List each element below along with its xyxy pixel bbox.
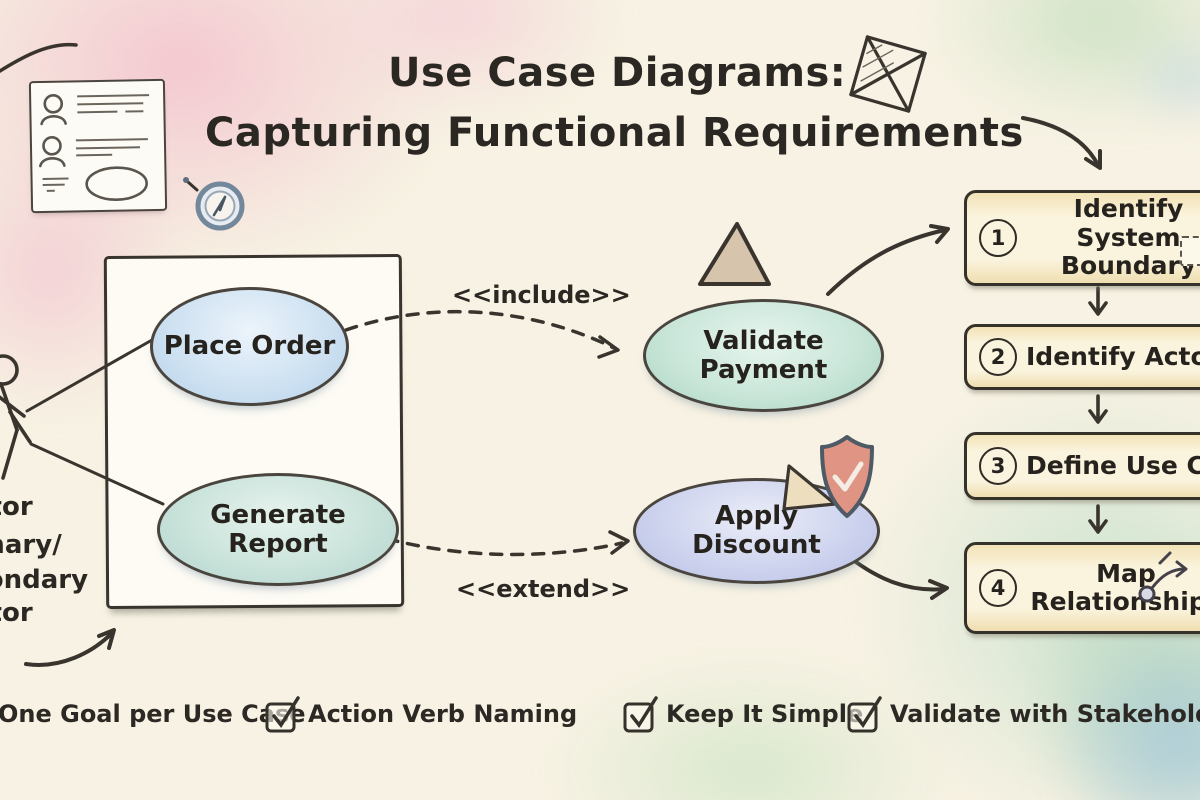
wash-blue-topright xyxy=(1120,30,1200,130)
actor-notes-card-sketch xyxy=(39,93,150,201)
title-line-2: Capturing Functional Requirements xyxy=(205,110,1024,156)
actor-label-3: Secondary xyxy=(0,565,89,595)
step-1-identify-system-boundary: 1 Identify System Boundary xyxy=(964,190,1200,286)
use-case-validate-payment: Validate Payment xyxy=(643,299,884,412)
step-4-label: Map Relationships xyxy=(1030,558,1200,616)
extend-stereotype-label: <<extend>> xyxy=(456,575,631,603)
step-2-number: 2 xyxy=(979,338,1017,376)
arrow-bottomleft-to-system xyxy=(24,628,116,667)
checkbox-checked-icon xyxy=(623,696,658,733)
checklist-label-4: Validate with Stakeholders xyxy=(890,700,1200,728)
actor-label-2: Primary/ xyxy=(0,530,62,560)
title-line-1: Use Case Diagrams: xyxy=(388,50,847,96)
step-1-label: Identify System Boundary xyxy=(1060,194,1197,281)
crossed-box-icon xyxy=(849,35,927,113)
step-1-number: 1 xyxy=(979,219,1017,257)
arrow-step3-step4 xyxy=(1088,504,1108,534)
step-3-number: 3 xyxy=(979,447,1017,485)
checkbox-checked-icon xyxy=(847,696,882,733)
use-case-apply-discount: Apply Discount xyxy=(633,478,880,584)
step-2-label: Identify Actors xyxy=(1026,341,1200,371)
checklist-item-3: Keep It Simple xyxy=(620,692,863,734)
step-4-map-relationships: 4 Map Relationships xyxy=(964,542,1200,634)
actor-label-4: Actor xyxy=(0,598,33,628)
step-3-define-use-cases: 3 Define Use Cases xyxy=(964,432,1200,500)
checklist-item-1: One Goal per Use Case xyxy=(0,692,306,734)
actor-notes-card xyxy=(28,78,168,214)
arrow-validate-to-step1 xyxy=(826,224,950,296)
compass-icon xyxy=(183,177,245,231)
arrow-step1-step2 xyxy=(1088,286,1108,316)
use-case-place-order: Place Order xyxy=(150,287,349,406)
step-4-number: 4 xyxy=(979,569,1017,607)
swoosh-topleft xyxy=(0,42,78,74)
arrow-step2-step3 xyxy=(1088,394,1108,424)
checklist-label-3: Keep It Simple xyxy=(666,700,864,728)
checkbox-checked-icon xyxy=(265,696,300,733)
actor-figure xyxy=(0,354,32,480)
checklist-item-2: Action Verb Naming xyxy=(262,692,577,734)
checklist-label-1: One Goal per Use Case xyxy=(0,700,306,728)
step-3-label: Define Use Cases xyxy=(1026,450,1200,480)
arrow-title-to-step1 xyxy=(1021,116,1102,170)
dashed-rectangle-icon xyxy=(1180,236,1200,266)
use-case-generate-report: Generate Report xyxy=(157,473,399,586)
checklist-label-2: Action Verb Naming xyxy=(308,700,578,728)
step-2-identify-actors: 2 Identify Actors xyxy=(964,324,1200,390)
checklist-item-4: Validate with Stakeholders xyxy=(844,692,1200,734)
actor-label-1: Actor xyxy=(0,492,33,522)
triangle-icon xyxy=(698,222,771,286)
include-stereotype-label: <<include>> xyxy=(452,281,631,309)
